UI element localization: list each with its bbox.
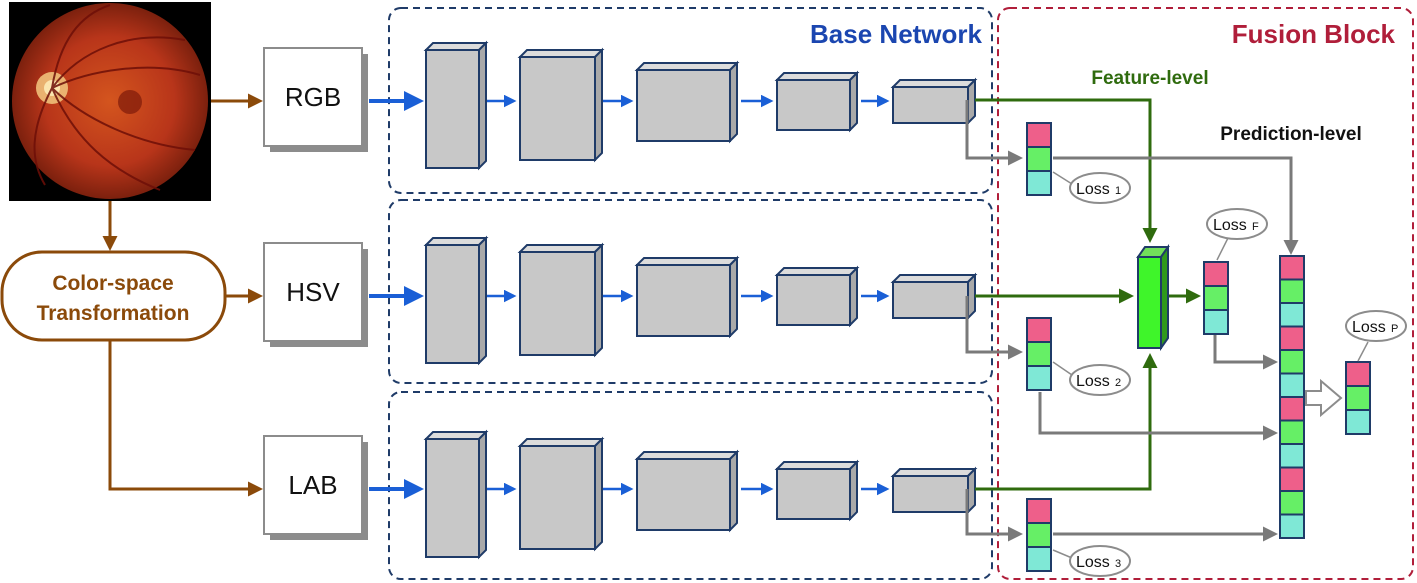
retina-image [9,2,211,201]
vector-cell [1026,498,1052,524]
vector-cell [1279,278,1305,304]
cnn-layer-cube [423,429,489,560]
color-space-label-line2: Transformation [37,302,190,325]
concatenated-prediction-vector [1279,255,1305,539]
input-lab-label: LAB [288,470,337,500]
fused-feature-block [1136,243,1170,352]
prediction-level-arrows [965,100,1299,542]
cnn-layer-cube [890,77,978,126]
vector-cell [1279,443,1305,469]
vector-cell [1279,490,1305,516]
final-prediction-vector [1345,361,1371,435]
loss-3-label: Loss [1076,554,1110,571]
cnn-layer-cube [634,255,740,339]
loss-p-subscript: P [1391,323,1398,335]
loss-1-label: Loss [1076,181,1110,198]
vector-cell [1345,361,1371,387]
hollow-arrow-icon [1305,378,1343,418]
input-hsv-label: HSV [286,277,340,307]
cnn-layer-cube [774,70,860,133]
prediction-vector-2 [1026,317,1052,391]
vector-cell [1026,522,1052,548]
cnn-layer-cube [634,60,740,144]
prediction-vectors [1026,122,1371,572]
loss-1: Loss 1 [1052,171,1131,204]
cnn-layer-cube [517,242,605,358]
loss-p: Loss P [1345,310,1407,362]
vector-cell [1345,409,1371,435]
vector-cell [1026,317,1052,343]
feature-level-label: Feature-level [1091,68,1208,89]
vector-cell [1279,349,1305,375]
input-rgb-box: RGB [263,47,368,152]
base-network-title: Base Network [810,19,982,49]
vector-cell [1026,546,1052,572]
loss-f-subscript: F [1252,221,1259,233]
vector-cell [1203,285,1229,311]
cnn-layer-cube [517,47,605,163]
feature-level-arrows [975,98,1201,491]
fusion-prediction-vector [1203,261,1229,335]
cnn-layer-cube [890,272,978,321]
vector-cell [1345,385,1371,411]
loss-1-subscript: 1 [1115,185,1121,197]
fusion-block-frame [997,7,1414,580]
base-network-branch-3 [388,391,993,580]
vector-cell [1279,419,1305,445]
loss-2: Loss 2 [1052,361,1131,396]
cnn-layer-cube [774,459,860,522]
vector-cell [1203,261,1229,287]
vector-cell [1279,325,1305,351]
cnn-layer-cube [423,40,489,171]
cnn-layer-cube [890,466,978,515]
cnn-layer-cube [423,235,489,366]
vector-cell [1279,255,1305,281]
loss-2-label: Loss [1076,373,1110,390]
vector-cell [1026,170,1052,196]
prediction-level-label: Prediction-level [1220,124,1362,145]
vector-cell [1279,466,1305,492]
vector-cell [1026,122,1052,148]
color-space-transformation-box [0,250,227,342]
vector-cell [1279,302,1305,328]
loss-3: Loss 3 [1052,545,1131,577]
loss-f-label: Loss [1213,217,1247,234]
cnn-layer-cube [517,436,605,552]
loss-f: Loss F [1206,208,1268,261]
cnn-layer-blocks [423,40,978,560]
loss-p-label: Loss [1352,319,1386,336]
loss-3-subscript: 3 [1115,558,1121,570]
cnn-layer-cube [634,449,740,533]
color-space-label-line1: Color-space [52,272,173,295]
prediction-vector-1 [1026,122,1052,196]
base-network-branch-2 [388,199,993,384]
input-lab-box: LAB [263,435,368,540]
vector-cell [1279,396,1305,422]
loss-2-subscript: 2 [1115,377,1121,389]
input-rgb-label: RGB [285,82,341,112]
vector-cell [1279,372,1305,398]
fusion-block-title: Fusion Block [1232,19,1396,49]
vector-cell [1279,513,1305,539]
blue-arrows [369,91,890,499]
input-hsv-box: HSV [263,242,368,347]
cnn-layer-cube [774,265,860,328]
vector-cell [1203,309,1229,335]
vector-cell [1026,146,1052,172]
brown-arrows [102,93,263,497]
vector-cell [1026,341,1052,367]
prediction-vector-3 [1026,498,1052,572]
vector-cell [1026,365,1052,391]
